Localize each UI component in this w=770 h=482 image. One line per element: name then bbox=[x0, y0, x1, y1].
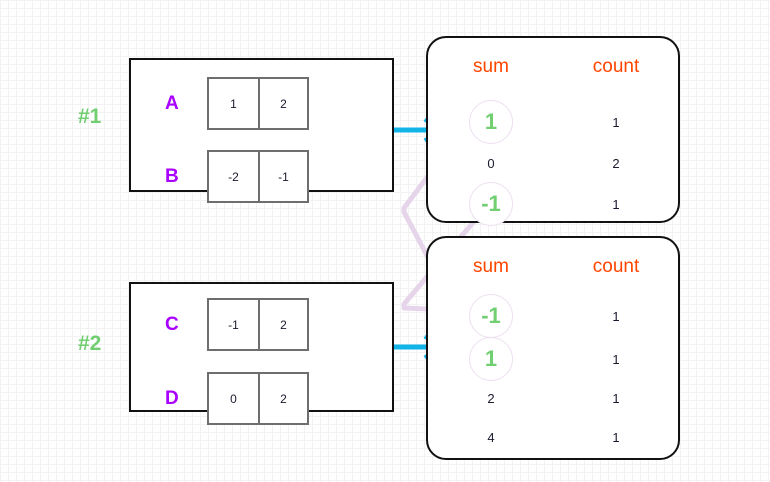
row-label-B: B bbox=[165, 165, 179, 187]
cell-pair-A: 1 2 bbox=[207, 77, 309, 130]
cell-C-1: 2 bbox=[258, 300, 307, 349]
result-panel-1: sum count 1 1 0 2 -1 1 bbox=[426, 36, 680, 226]
column-header-count: count bbox=[592, 256, 640, 277]
result-row: -1 1 bbox=[428, 182, 678, 226]
result-sum-value: 0 bbox=[487, 155, 495, 171]
result-sum-value: -1 bbox=[468, 294, 513, 338]
row-label-D: D bbox=[165, 387, 179, 409]
result-panel-2-rows: -1 1 1 1 2 1 4 1 bbox=[428, 294, 678, 458]
cell-B-1: -1 bbox=[258, 152, 307, 201]
cell-D-1: 2 bbox=[258, 374, 307, 423]
result-sum-value: 1 bbox=[468, 100, 513, 144]
result-count-cell: 1 bbox=[612, 308, 620, 324]
result-count-cell: 1 bbox=[612, 429, 620, 445]
result-row: 1 1 bbox=[428, 337, 678, 381]
column-header-count: count bbox=[592, 56, 640, 77]
cell-B-0: -2 bbox=[228, 169, 239, 184]
result-panel-2-headers: sum count bbox=[428, 256, 678, 278]
result-sum-value: 1 bbox=[468, 337, 513, 381]
group-label-2: #2 bbox=[78, 332, 102, 355]
cell-pair-C: -1 2 bbox=[207, 298, 309, 351]
input-block-2: C -1 2 D 0 2 bbox=[129, 282, 394, 425]
result-sum-cell: 0 bbox=[428, 152, 554, 174]
result-sum-cell: 1 bbox=[428, 100, 554, 144]
group-label-1: #1 bbox=[78, 105, 102, 128]
column-header-sum: sum bbox=[473, 56, 509, 77]
result-sum-cell: 4 bbox=[428, 426, 554, 448]
column-header-sum: sum bbox=[473, 256, 509, 277]
result-sum-cell: 2 bbox=[428, 387, 554, 409]
input-row-B: B -2 -1 bbox=[165, 150, 309, 203]
result-sum-cell: -1 bbox=[428, 182, 554, 226]
result-count-cell: 1 bbox=[612, 390, 620, 406]
input-row-C: C -1 2 bbox=[165, 298, 309, 351]
row-label-A: A bbox=[165, 92, 179, 114]
cell-pair-D: 0 2 bbox=[207, 372, 309, 425]
result-sum-cell: 1 bbox=[428, 337, 554, 381]
result-sum-value: -1 bbox=[468, 182, 513, 226]
cell-A-0: 1 bbox=[230, 96, 237, 111]
cell-pair-B: -2 -1 bbox=[207, 150, 309, 203]
result-row: 0 2 bbox=[428, 144, 678, 182]
result-row: 1 1 bbox=[428, 100, 678, 144]
cell-D-0: 0 bbox=[230, 391, 237, 406]
result-sum-value: 4 bbox=[487, 429, 495, 445]
result-count-cell: 1 bbox=[612, 196, 620, 212]
result-sum-cell: -1 bbox=[428, 294, 554, 338]
result-count-cell: 1 bbox=[612, 114, 620, 130]
result-panel-1-rows: 1 1 0 2 -1 1 bbox=[428, 100, 678, 226]
result-count-cell: 1 bbox=[612, 351, 620, 367]
cell-A-1: 2 bbox=[258, 79, 307, 128]
result-panel-2: sum count -1 1 1 1 2 1 bbox=[426, 236, 680, 460]
input-block-1: A 1 2 B -2 -1 bbox=[129, 58, 394, 203]
result-row: -1 1 bbox=[428, 294, 678, 338]
cell-C-0: -1 bbox=[228, 317, 239, 332]
result-count-cell: 2 bbox=[612, 155, 620, 171]
result-row: 4 1 bbox=[428, 416, 678, 458]
result-panel-1-headers: sum count bbox=[428, 56, 678, 78]
input-row-D: D 0 2 bbox=[165, 372, 309, 425]
row-label-C: C bbox=[165, 313, 179, 335]
input-row-A: A 1 2 bbox=[165, 77, 309, 130]
result-sum-value: 2 bbox=[487, 390, 495, 406]
result-row: 2 1 bbox=[428, 380, 678, 416]
